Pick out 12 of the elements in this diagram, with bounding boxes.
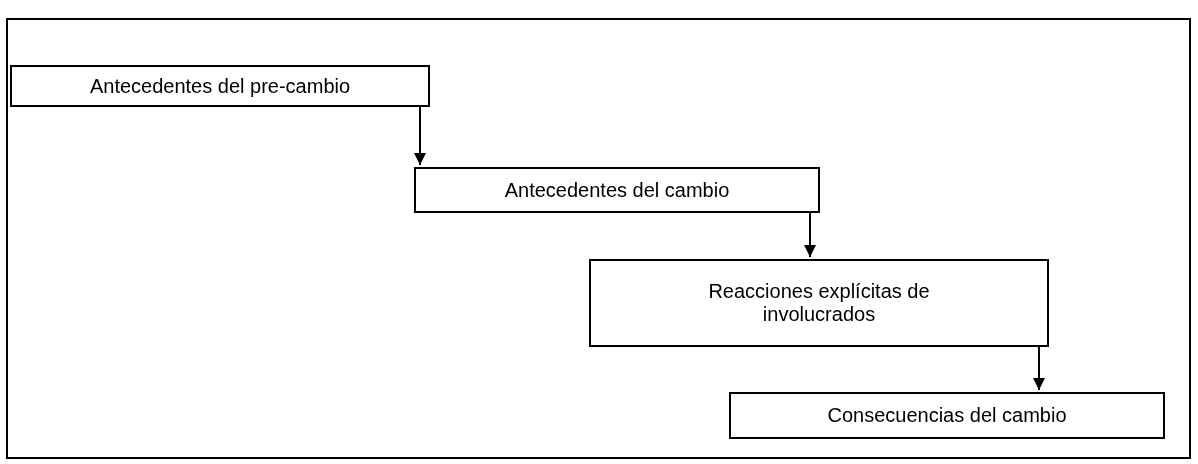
process-box: [729, 392, 1165, 439]
box-label: Consecuencias del cambio: [826, 404, 1068, 427]
process-box: [589, 259, 1049, 347]
process-box: [414, 167, 820, 213]
arrow: [1033, 344, 1045, 391]
box-label: Reacciones explícitas de involucrados: [707, 280, 931, 326]
box-label: Antecedentes del pre-cambio: [88, 74, 352, 98]
frame-box: [6, 18, 1191, 459]
box-label: Antecedentes del cambio: [503, 178, 731, 202]
arrow: [414, 104, 426, 166]
process-box: [10, 65, 430, 107]
arrow: [804, 210, 816, 258]
